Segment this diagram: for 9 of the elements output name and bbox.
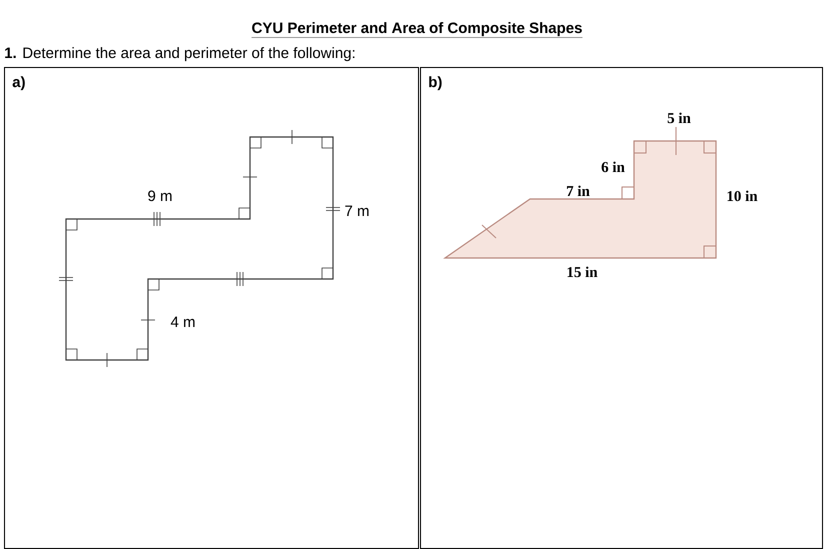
dimension-label: 7 m bbox=[345, 206, 368, 216]
dimension-label: 6 in bbox=[602, 162, 625, 172]
title: CYU Perimeter and Area of Composite Shapes bbox=[251, 22, 583, 38]
dimension-label: 10 in bbox=[728, 190, 758, 202]
dimension-label: 7 in bbox=[566, 186, 590, 196]
dimension-label: 5 in bbox=[668, 112, 691, 124]
dimension-label: 4 m bbox=[170, 316, 194, 327]
dimension-label: 15 in bbox=[568, 266, 598, 278]
dimension-label: 9 m bbox=[148, 190, 172, 202]
